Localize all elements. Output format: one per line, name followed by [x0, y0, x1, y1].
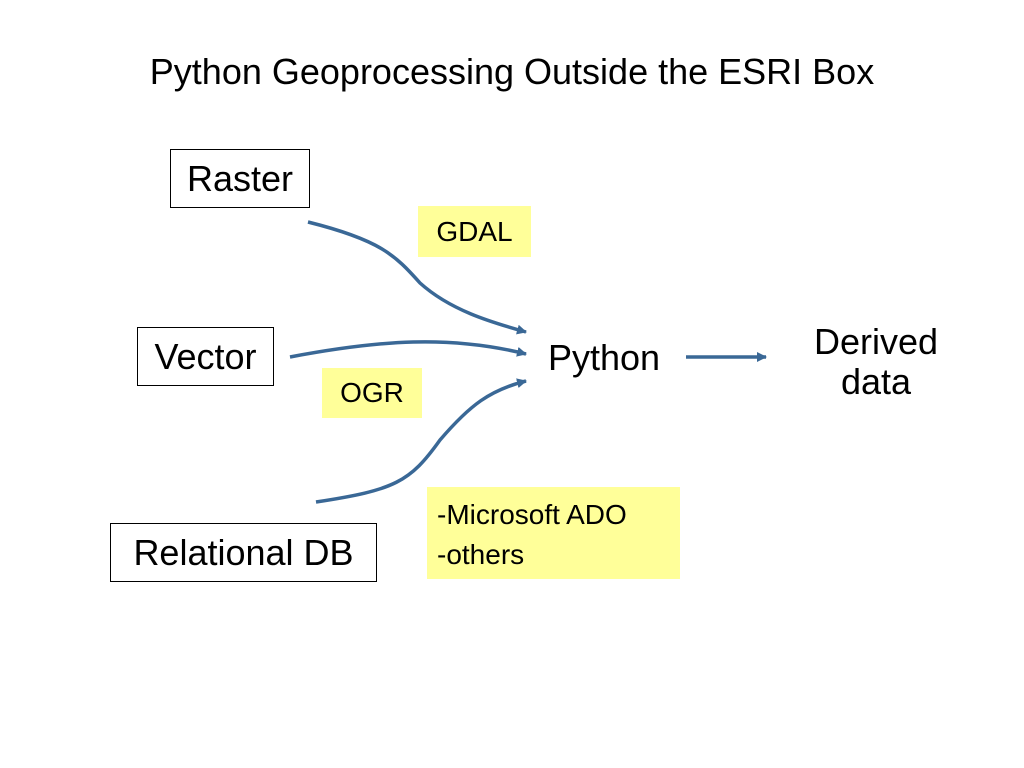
db-access-label: -Microsoft ADO -others — [427, 487, 680, 579]
db-access-line-others: -others — [437, 539, 525, 570]
raster-box: Raster — [170, 149, 310, 208]
db-access-line-ado: -Microsoft ADO — [437, 499, 627, 530]
derived-data-line-2: data — [840, 361, 912, 402]
vector-box: Vector — [137, 327, 274, 386]
arrow-db-to-python — [315, 378, 527, 504]
derived-data-label: Derived data — [800, 322, 952, 402]
arrow-raster-to-python — [307, 220, 527, 335]
arrow-vector-to-python — [289, 340, 527, 359]
derived-data-line-1: Derived — [813, 321, 939, 362]
relational-db-box: Relational DB — [110, 523, 377, 582]
gdal-label: GDAL — [418, 206, 531, 257]
slide-title: Python Geoprocessing Outside the ESRI Bo… — [149, 51, 875, 92]
python-hub-label: Python — [548, 337, 661, 378]
ogr-label: OGR — [322, 368, 422, 418]
